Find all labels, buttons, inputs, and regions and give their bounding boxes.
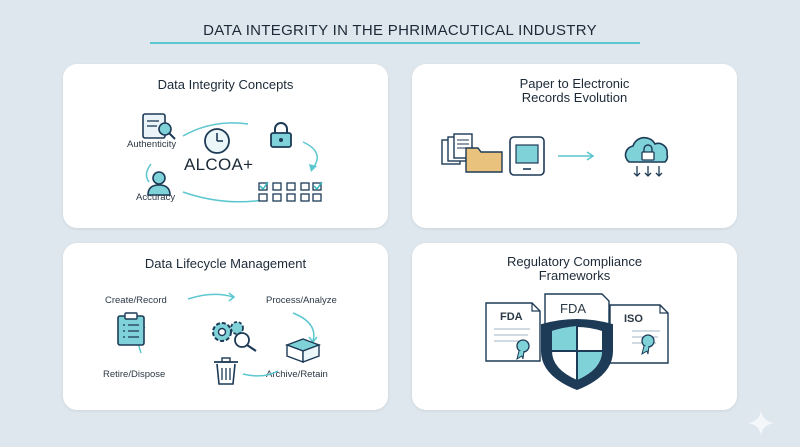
person-icon — [147, 171, 171, 196]
seal-icon — [516, 339, 530, 353]
cycle-arc-right — [292, 312, 315, 342]
doc-label-right: ISO — [624, 313, 643, 325]
cycle-arc-right — [302, 141, 318, 169]
stage-process-analyze: Process/Analyze — [266, 295, 337, 306]
stage-retire-dispose: Retire/Dispose — [103, 369, 166, 380]
clock-icon — [204, 128, 230, 154]
cycle-arrowhead — [309, 164, 317, 172]
page-title: DATA INTEGRITY IN THE PHRIMACUTICAL INDU… — [203, 22, 597, 39]
cycle-arc-bottom — [242, 370, 279, 377]
sparkle-icon — [748, 410, 774, 436]
doc-label-left: FDA — [500, 311, 523, 323]
card-title-line1: Regulatory Compliance — [506, 254, 643, 269]
card-title: Data Integrity Concepts — [157, 77, 294, 92]
accuracy-label: Accuracy — [136, 192, 176, 203]
authenticity-label: Authenticity — [127, 139, 177, 150]
cycle-arc-top — [187, 293, 234, 300]
paper-to-electronic-card: Paper to Electronic Records Evolution — [412, 64, 737, 228]
trash-bin-icon — [214, 357, 238, 385]
card-title-line2: Frameworks — [538, 268, 611, 283]
mobile-device-icon — [509, 136, 545, 176]
regulatory-compliance-card: Regulatory Compliance Frameworks FDA FDA… — [412, 243, 737, 410]
cycle-arc-bottom — [182, 191, 264, 203]
padlock-icon — [270, 122, 292, 148]
clipboard-icon — [117, 312, 145, 346]
paper-documents-icon — [441, 133, 503, 173]
document-search-icon — [142, 113, 176, 140]
card-title: Data Lifecycle Management — [144, 256, 307, 271]
card-title-line2: Records Evolution — [521, 90, 628, 105]
gears-analysis-icon — [212, 321, 257, 352]
title-underline — [150, 42, 640, 44]
cycle-arc-top — [182, 122, 249, 137]
cycle-arc-left — [145, 163, 152, 183]
alcoa-cycle-diagram — [145, 122, 318, 203]
archive-box-icon — [285, 338, 321, 364]
card-title-line1: Paper to Electronic — [519, 76, 630, 91]
stage-create-record: Create/Record — [105, 295, 167, 306]
doc-label-center: FDA — [560, 301, 586, 316]
stage-archive-retain: Archive/Retain — [266, 369, 328, 380]
checklist-grid-icon — [258, 181, 323, 202]
alcoa-plus-label: ALCOA+ — [184, 155, 254, 174]
data-lifecycle-card: Data Lifecycle Management Create/Record … — [63, 243, 388, 410]
arrow-right-icon — [558, 151, 595, 161]
compliance-documents-illustration — [485, 293, 669, 391]
cloud-storage-icon — [624, 136, 669, 177]
data-integrity-concepts-card: Data Integrity Concepts Authenticity ALC… — [63, 64, 388, 228]
